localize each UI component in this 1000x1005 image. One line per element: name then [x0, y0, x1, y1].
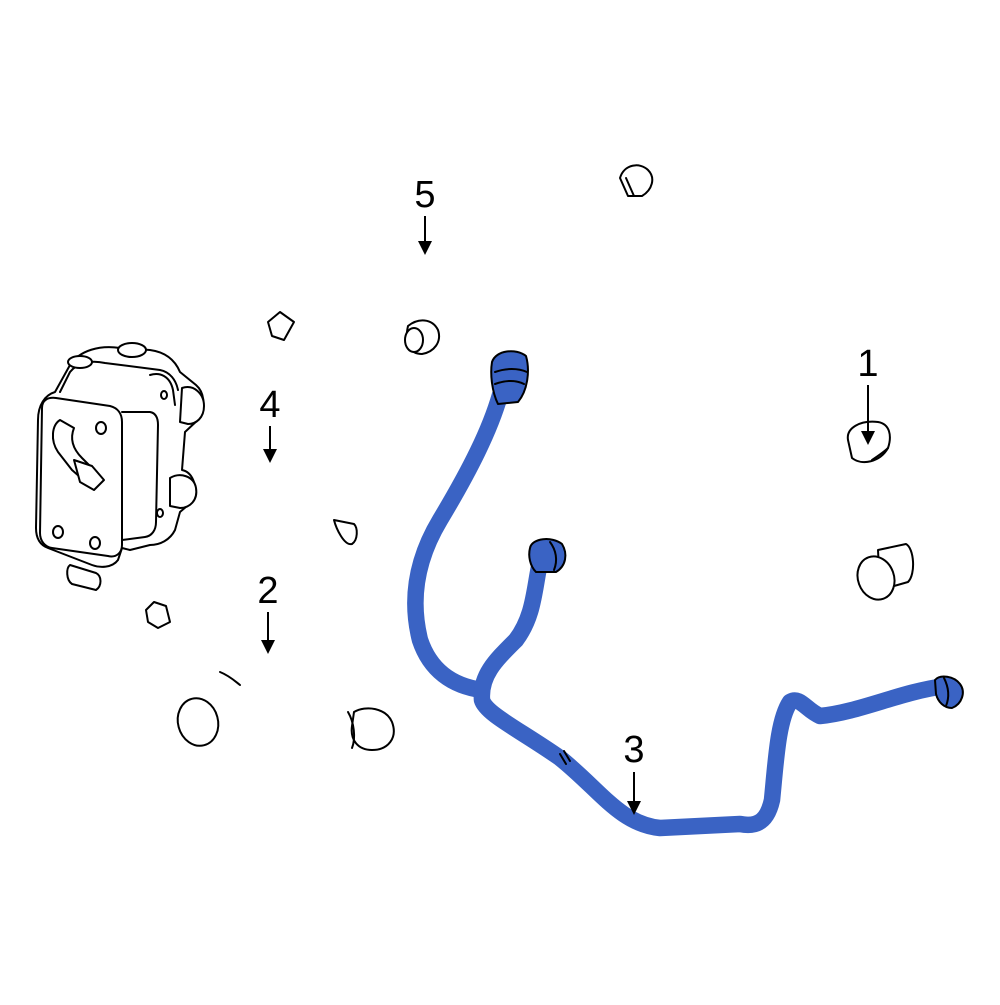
upper-pipe [553, 164, 895, 535]
part-2-hose [176, 636, 395, 751]
part-3-hose [407, 350, 964, 837]
callout-label-5: 5 [414, 174, 436, 216]
part-4-pipe [145, 449, 358, 641]
callout-label-1: 1 [857, 343, 879, 385]
part-1-hose [846, 420, 945, 601]
part-5-hose [267, 258, 441, 371]
callout-label-2: 2 [257, 570, 279, 612]
oil-cooler [35, 342, 205, 591]
callout-label-3: 3 [623, 729, 645, 771]
callout-label-4: 4 [259, 384, 281, 426]
